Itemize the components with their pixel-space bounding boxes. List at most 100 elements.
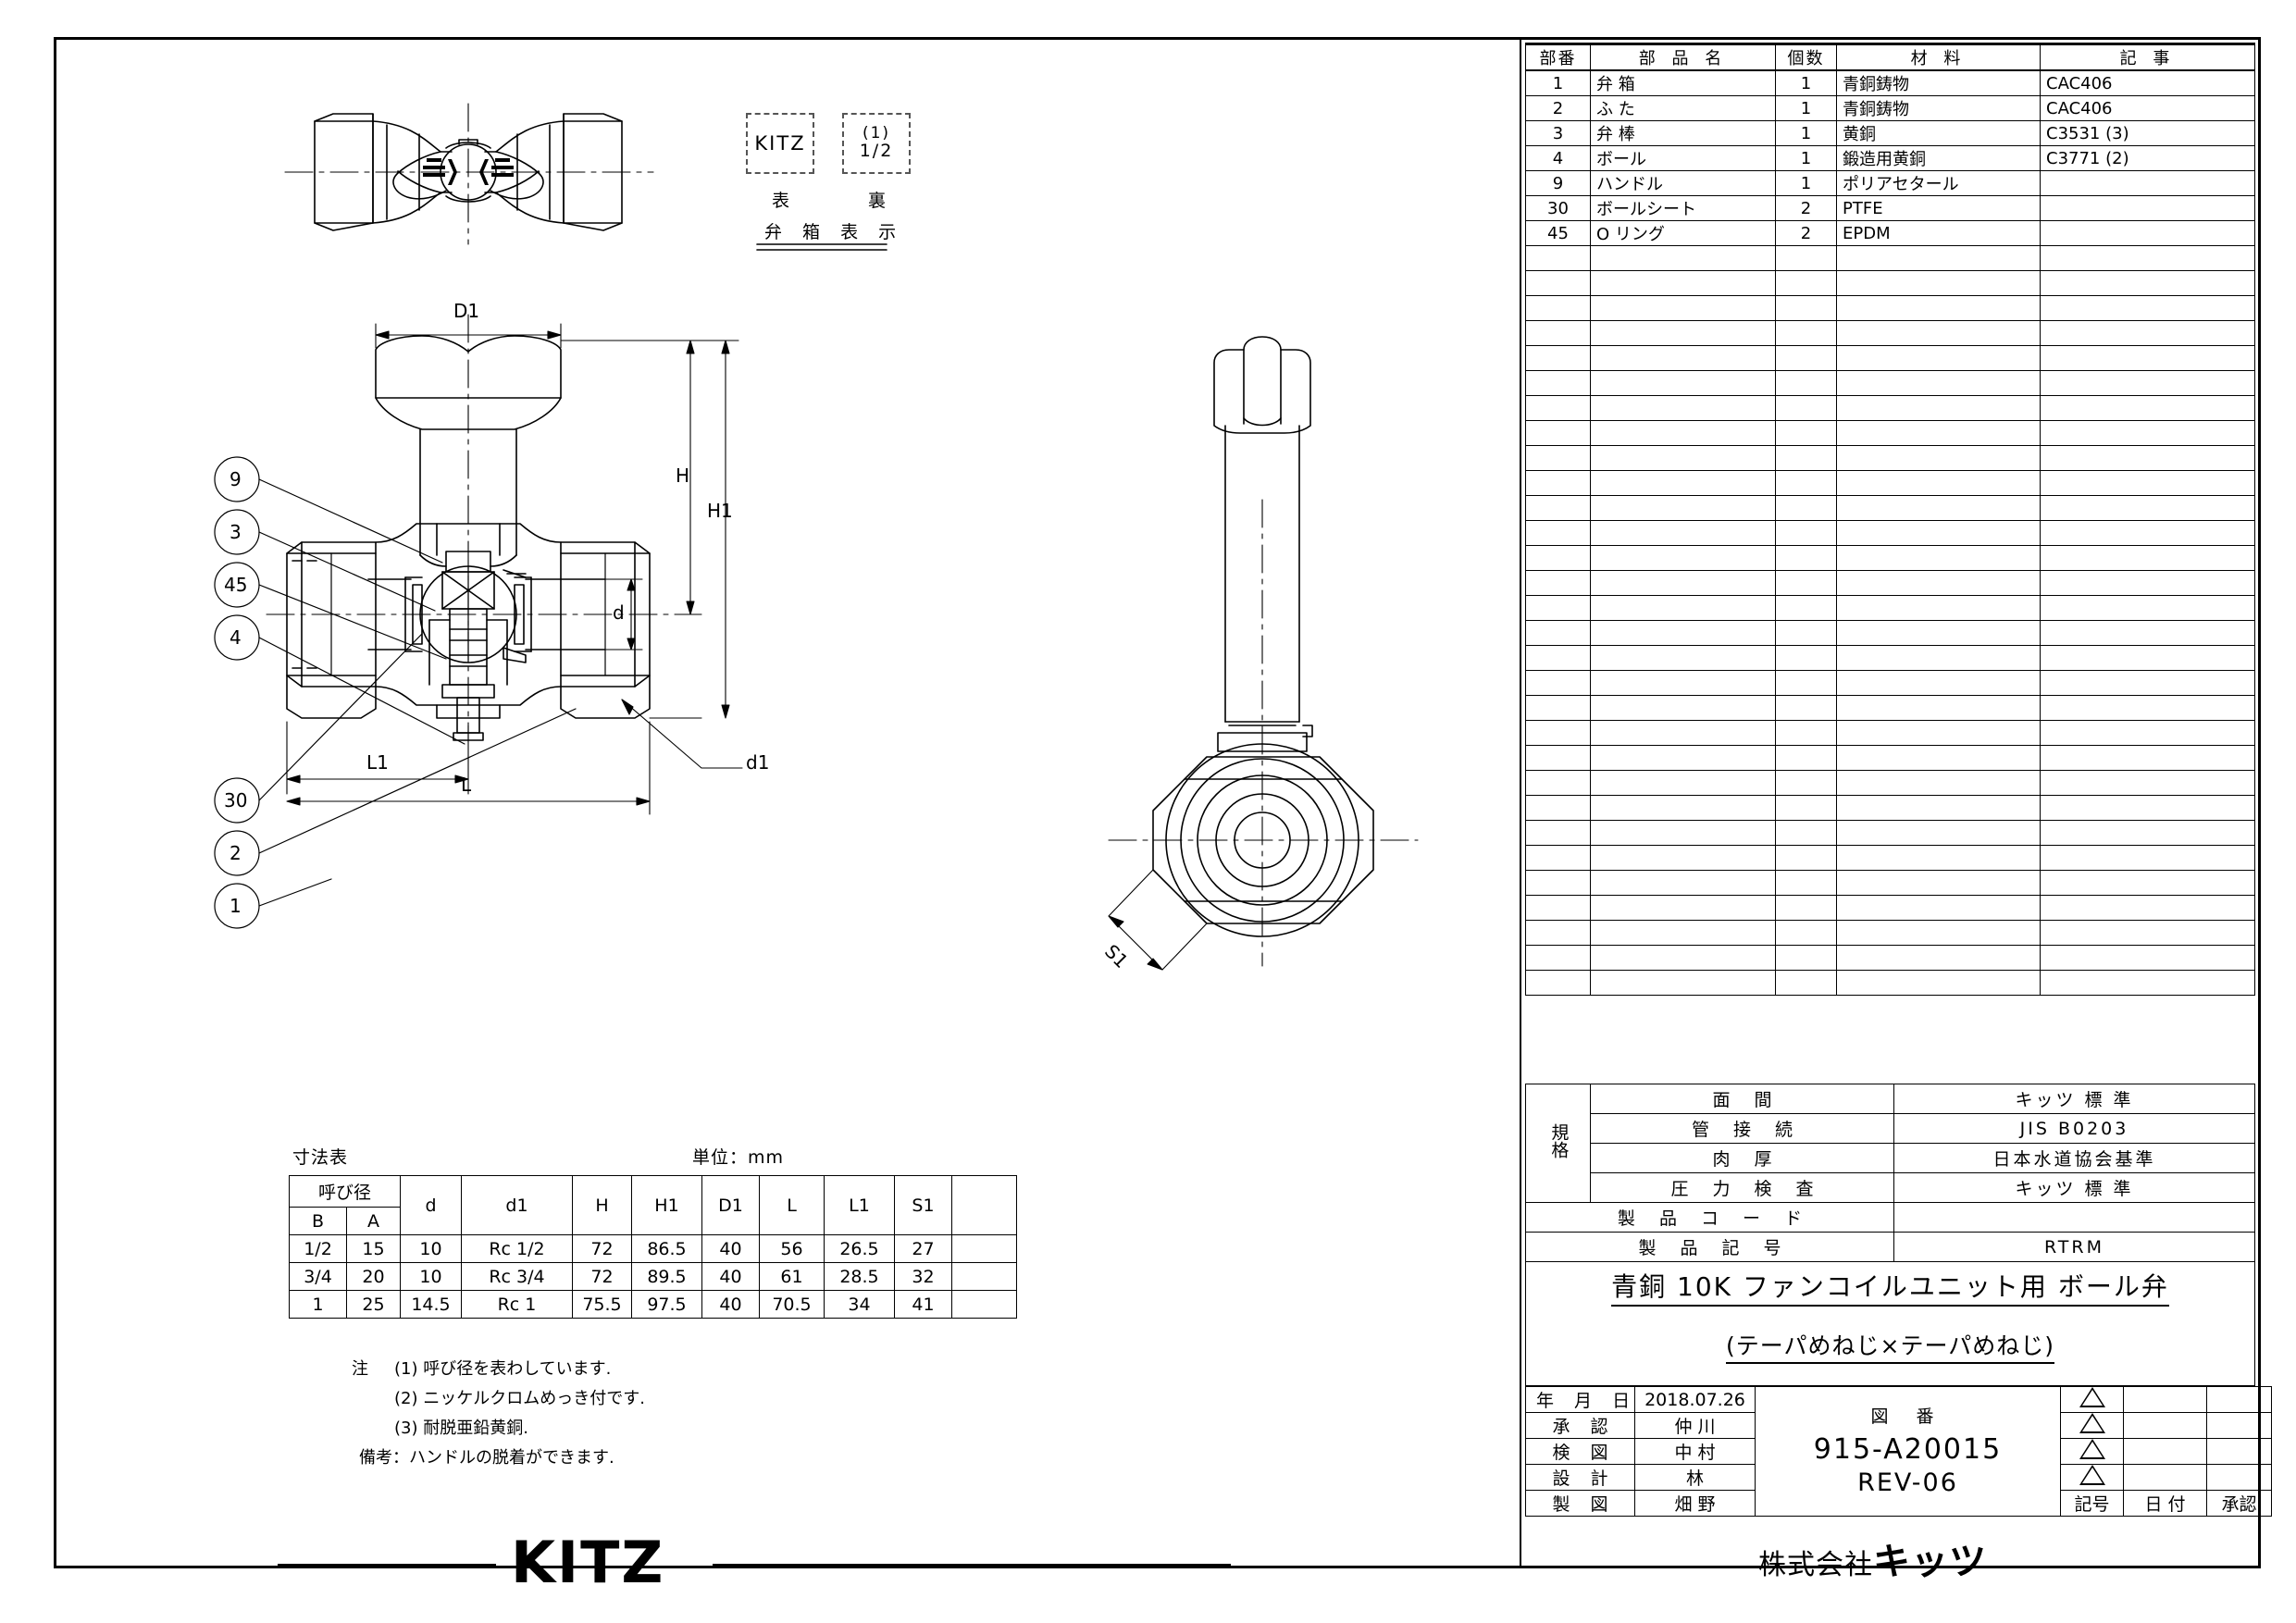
balloon-4: 4 bbox=[230, 626, 242, 649]
part-name: 弁 棒 bbox=[1590, 120, 1776, 146]
empty-cell bbox=[1590, 470, 1776, 496]
empty-cell bbox=[2040, 795, 2255, 821]
balloon-30: 30 bbox=[224, 789, 248, 812]
dim-label-H: H bbox=[676, 465, 690, 487]
company-name-block: 株式会社キッツ bbox=[1758, 1531, 1987, 1585]
part-no: 3 bbox=[1525, 120, 1591, 146]
empty-cell bbox=[1590, 245, 1776, 271]
company-prefix: 株式会社 bbox=[1758, 1549, 1873, 1581]
date-label: 年 月 日 bbox=[1525, 1386, 1635, 1413]
empty-cell bbox=[1590, 370, 1776, 396]
marking-caption-rule bbox=[756, 243, 887, 251]
standards-row: 肉 厚 日本水道協会基準 bbox=[1526, 1143, 2255, 1173]
table-row-empty bbox=[1525, 395, 2255, 421]
empty-cell bbox=[1775, 920, 1837, 946]
empty-cell bbox=[1775, 620, 1837, 646]
cell-H1: 97.5 bbox=[631, 1290, 702, 1319]
standard-value-wall-thickness: 日本水道協会基準 bbox=[1893, 1143, 2255, 1173]
approval-row-date: 年 月 日 2018.07.26 図 番 915-A20015 REV-06 bbox=[1525, 1386, 2272, 1517]
empty-cell bbox=[1525, 720, 1591, 746]
standards-row: 圧 力 検 査 キッツ 標 準 bbox=[1526, 1172, 2255, 1203]
footer-rule-right bbox=[713, 1564, 1231, 1566]
drawing-frame bbox=[54, 37, 2261, 1568]
empty-cell bbox=[1590, 320, 1776, 346]
empty-cell bbox=[1590, 795, 1776, 821]
body-marking-back-label: 裏 bbox=[868, 191, 887, 211]
dim-header-D1: D1 bbox=[701, 1175, 760, 1235]
empty-cell bbox=[1525, 245, 1591, 271]
product-symbol-value: RTRM bbox=[1893, 1232, 2255, 1262]
triangle-icon bbox=[2079, 1439, 2105, 1459]
empty-cell bbox=[1525, 420, 1591, 446]
empty-cell bbox=[1525, 345, 1591, 371]
empty-cell bbox=[1775, 320, 1837, 346]
empty-cell bbox=[1525, 645, 1591, 671]
dimension-lines bbox=[286, 323, 743, 815]
empty-cell bbox=[1525, 745, 1591, 771]
drawing-number-value: 915-A20015 bbox=[1813, 1433, 2003, 1466]
empty-cell bbox=[1525, 445, 1591, 471]
empty-cell bbox=[1775, 570, 1837, 596]
revision-date-1 bbox=[2123, 1386, 2207, 1413]
revision-date-4 bbox=[2123, 1464, 2207, 1491]
empty-cell bbox=[1525, 370, 1591, 396]
table-row-empty bbox=[1525, 245, 2255, 271]
empty-cell bbox=[1775, 870, 1837, 896]
empty-cell bbox=[1775, 495, 1837, 521]
empty-cell bbox=[2040, 320, 2255, 346]
cell-L: 56 bbox=[759, 1234, 825, 1263]
balloon-45: 45 bbox=[224, 574, 248, 596]
approval-row: 検 図 中 村 bbox=[1525, 1438, 2272, 1465]
table-row-empty bbox=[1525, 445, 2255, 471]
dim-header-B: B bbox=[289, 1207, 347, 1235]
cell-B: 3/4 bbox=[289, 1262, 347, 1291]
empty-cell bbox=[1836, 770, 2041, 796]
table-row: 3 弁 棒 1 黄銅 C3531 (3) bbox=[1525, 120, 2255, 146]
table-row-empty bbox=[1525, 895, 2255, 921]
cell-d1: Rc 1 bbox=[461, 1290, 573, 1319]
empty-cell bbox=[1525, 770, 1591, 796]
cell-L1: 34 bbox=[824, 1290, 895, 1319]
balloon-1: 1 bbox=[230, 895, 242, 917]
dim-label-L: L bbox=[461, 774, 472, 796]
empty-cell bbox=[1590, 345, 1776, 371]
table-row-empty bbox=[1525, 670, 2255, 696]
empty-cell bbox=[1775, 270, 1837, 296]
empty-cell bbox=[1590, 820, 1776, 846]
standards-row: 規格 面 間 キッツ 標 準 bbox=[1525, 1084, 2255, 1203]
dim-table-header-row: B A bbox=[289, 1207, 1017, 1235]
cell-L: 61 bbox=[759, 1262, 825, 1291]
dim-label-L1: L1 bbox=[366, 751, 389, 774]
table-row-empty bbox=[1525, 370, 2255, 396]
product-code-label: 製 品 コ ー ド bbox=[1525, 1202, 1894, 1233]
cell-A: 15 bbox=[346, 1234, 401, 1263]
standard-value-face-to-face: キッツ 標 準 bbox=[1893, 1084, 2255, 1114]
dim-table-remark: 備考：ハンドルの脱着ができます. bbox=[359, 1448, 614, 1468]
empty-cell bbox=[1525, 545, 1591, 571]
revision-mark-3 bbox=[2060, 1438, 2124, 1465]
revision-header-appr: 承認 bbox=[2206, 1490, 2272, 1517]
table-row: 30 ボールシート 2 PTFE bbox=[1525, 195, 2255, 221]
dim-header-L: L bbox=[759, 1175, 825, 1235]
approval-row: 設 計 林 bbox=[1525, 1464, 2272, 1491]
approval-block-table: 年 月 日 2018.07.26 図 番 915-A20015 REV-06 承… bbox=[1525, 1386, 2272, 1517]
empty-cell bbox=[2040, 745, 2255, 771]
empty-cell bbox=[1836, 970, 2041, 996]
part-material: EPDM bbox=[1836, 220, 2041, 246]
table-row: 1 弁 箱 1 青銅鋳物 CAC406 bbox=[1525, 69, 2255, 96]
standard-label-pipe-connection: 管 接 続 bbox=[1590, 1113, 1894, 1144]
empty-cell bbox=[1525, 270, 1591, 296]
table-row-empty bbox=[1525, 945, 2255, 971]
empty-cell bbox=[1775, 445, 1837, 471]
empty-cell bbox=[2040, 445, 2255, 471]
empty-cell bbox=[1836, 570, 2041, 596]
empty-cell bbox=[1775, 770, 1837, 796]
empty-cell bbox=[1836, 320, 2041, 346]
empty-cell bbox=[1775, 845, 1837, 871]
empty-cell bbox=[1525, 695, 1591, 721]
drawing-revision: REV-06 bbox=[1857, 1468, 1958, 1497]
empty-cell bbox=[1525, 470, 1591, 496]
table-row-empty bbox=[1525, 695, 2255, 721]
dim-label-D1: D1 bbox=[453, 300, 480, 322]
empty-cell bbox=[1590, 295, 1776, 321]
